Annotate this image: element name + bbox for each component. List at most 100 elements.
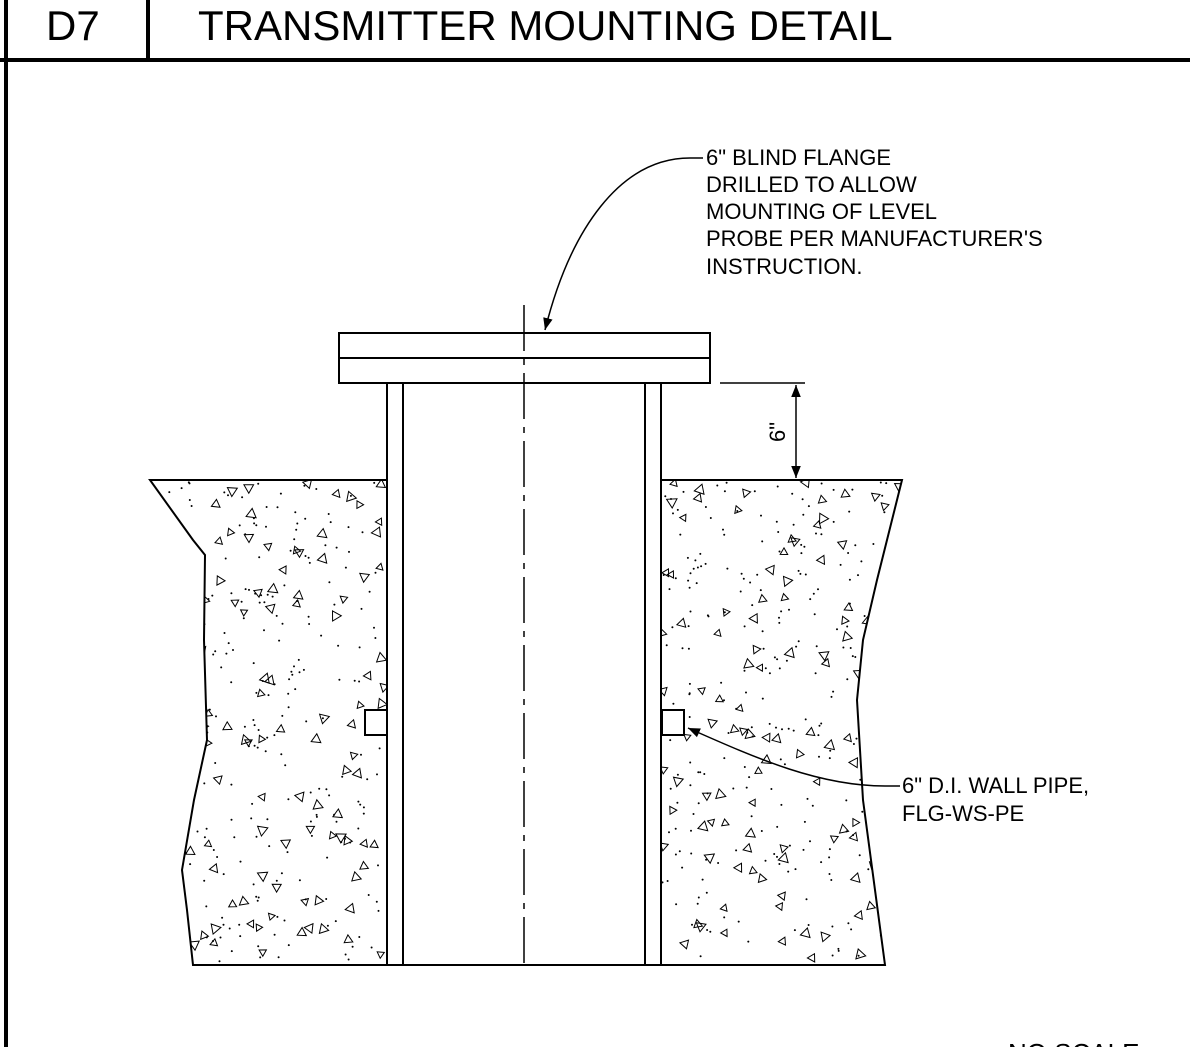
concrete-right-dot — [855, 737, 858, 740]
concrete-right-dot — [751, 604, 754, 607]
concrete-right-dot — [847, 552, 850, 554]
concrete-right-aggregate — [747, 798, 756, 808]
concrete-left-aggregate — [161, 553, 172, 563]
concrete-left-dot — [287, 798, 290, 801]
concrete-left-aggregate — [245, 507, 257, 519]
concrete-left-aggregate — [376, 951, 386, 960]
concrete-left-dot — [203, 782, 206, 785]
concrete-left-dot — [181, 588, 184, 591]
concrete-right-dot — [722, 528, 724, 531]
concrete-right-dot — [807, 505, 810, 508]
concrete-left-aggregate — [181, 764, 191, 773]
concrete-left-dot — [152, 858, 155, 861]
dimension-6in — [720, 382, 805, 478]
concrete-left-dot — [167, 925, 170, 928]
concrete-left-aggregate — [292, 545, 302, 555]
concrete-right-dot — [897, 705, 900, 708]
concrete-left-dot — [230, 950, 233, 953]
concrete-left-dot — [367, 894, 370, 896]
concrete-right-dot — [885, 946, 888, 949]
concrete-left-dot — [255, 835, 258, 838]
concrete-right-aggregate — [817, 494, 828, 504]
concrete-right-dot — [764, 859, 767, 862]
concrete-left-dot — [248, 588, 250, 591]
concrete-right-dot — [689, 572, 692, 575]
concrete-right-dot — [690, 852, 693, 855]
concrete-left-aggregate — [258, 949, 268, 958]
concrete-right-dot — [674, 853, 677, 856]
concrete-right-dot — [893, 777, 896, 780]
concrete-right-dot — [761, 630, 764, 633]
concrete-left-dot — [373, 481, 376, 484]
concrete-left-aggregate — [257, 792, 266, 802]
concrete-left-dot — [307, 556, 310, 559]
concrete-left-aggregate — [310, 732, 322, 744]
concrete-right-dot — [858, 854, 861, 857]
concrete-left-aggregate — [246, 919, 255, 929]
concrete-left-dot — [294, 511, 297, 514]
concrete-right-aggregate — [866, 900, 877, 911]
concrete-left-dot — [362, 806, 365, 809]
concrete-left-dot — [377, 864, 379, 867]
concrete-right-aggregate — [720, 818, 730, 827]
concrete-right-dot — [700, 565, 703, 568]
concrete-right-aggregate — [715, 787, 727, 800]
concrete-left-dot — [266, 736, 269, 739]
concrete-left-dot — [263, 601, 266, 604]
wall-pipe — [364, 383, 685, 965]
concrete-right-dot — [899, 930, 902, 933]
concrete-left-dot — [335, 546, 338, 549]
flange-note-line-5: INSTRUCTION. — [706, 254, 862, 279]
concrete-right-dot — [676, 508, 679, 511]
concrete-right-dot — [736, 510, 739, 512]
concrete-right-dot — [898, 554, 901, 557]
concrete-left-dot — [368, 590, 371, 593]
concrete-left-dot — [260, 594, 263, 597]
concrete-right-aggregate — [757, 872, 768, 884]
concrete-left-dot — [304, 517, 307, 520]
concrete-left-aggregate — [267, 912, 277, 922]
concrete-left-aggregate — [331, 808, 344, 819]
concrete-right-dot — [681, 866, 684, 869]
concrete-right-aggregate — [696, 820, 709, 832]
concrete-right-dot — [801, 498, 804, 501]
concrete-left-dot — [297, 658, 300, 661]
concrete-right-dot — [699, 955, 702, 958]
concrete-left-dot — [294, 688, 297, 691]
concrete-right-aggregate — [706, 818, 716, 828]
concrete-left-dot — [278, 639, 281, 642]
concrete-right-dot — [894, 638, 897, 641]
concrete-right-dot — [802, 513, 805, 516]
concrete-right-dot — [759, 589, 762, 592]
concrete-left-dot — [304, 555, 307, 557]
concrete-left-dot — [307, 615, 310, 618]
concrete-right-aggregate — [842, 732, 852, 743]
concrete-right-dot — [863, 767, 865, 770]
concrete-left-dot — [259, 956, 262, 959]
concrete-left-aggregate — [291, 598, 301, 608]
concrete-right-aggregate — [820, 931, 832, 943]
concrete-right-dot — [814, 672, 817, 675]
concrete-left-dot — [230, 783, 233, 786]
concrete-right-dot — [726, 567, 729, 570]
concrete-right-dot — [797, 569, 800, 572]
concrete-left-aggregate — [210, 498, 221, 508]
wall-pipe-note-line-2: FLG-WS-PE — [902, 801, 1024, 826]
concrete-right-dot — [704, 562, 707, 565]
concrete-right-aggregate — [806, 952, 816, 963]
concrete-left-dot — [333, 603, 336, 606]
concrete-right-dot — [732, 787, 735, 790]
concrete-left-aggregate — [252, 588, 263, 599]
concrete-right-dot — [720, 681, 723, 684]
concrete-right-dot — [682, 490, 685, 493]
concrete-right-dot — [847, 922, 850, 925]
concrete-left-aggregate — [359, 860, 370, 870]
concrete-right-dot — [775, 726, 777, 729]
concrete-right-dot — [820, 861, 823, 864]
concrete-left-outline — [148, 479, 386, 966]
concrete-right-dot — [870, 684, 873, 687]
concrete-right-dot — [854, 544, 857, 547]
concrete-left-dot — [290, 670, 293, 673]
concrete-left-aggregate — [230, 599, 240, 608]
concrete-left-dot — [258, 601, 261, 604]
